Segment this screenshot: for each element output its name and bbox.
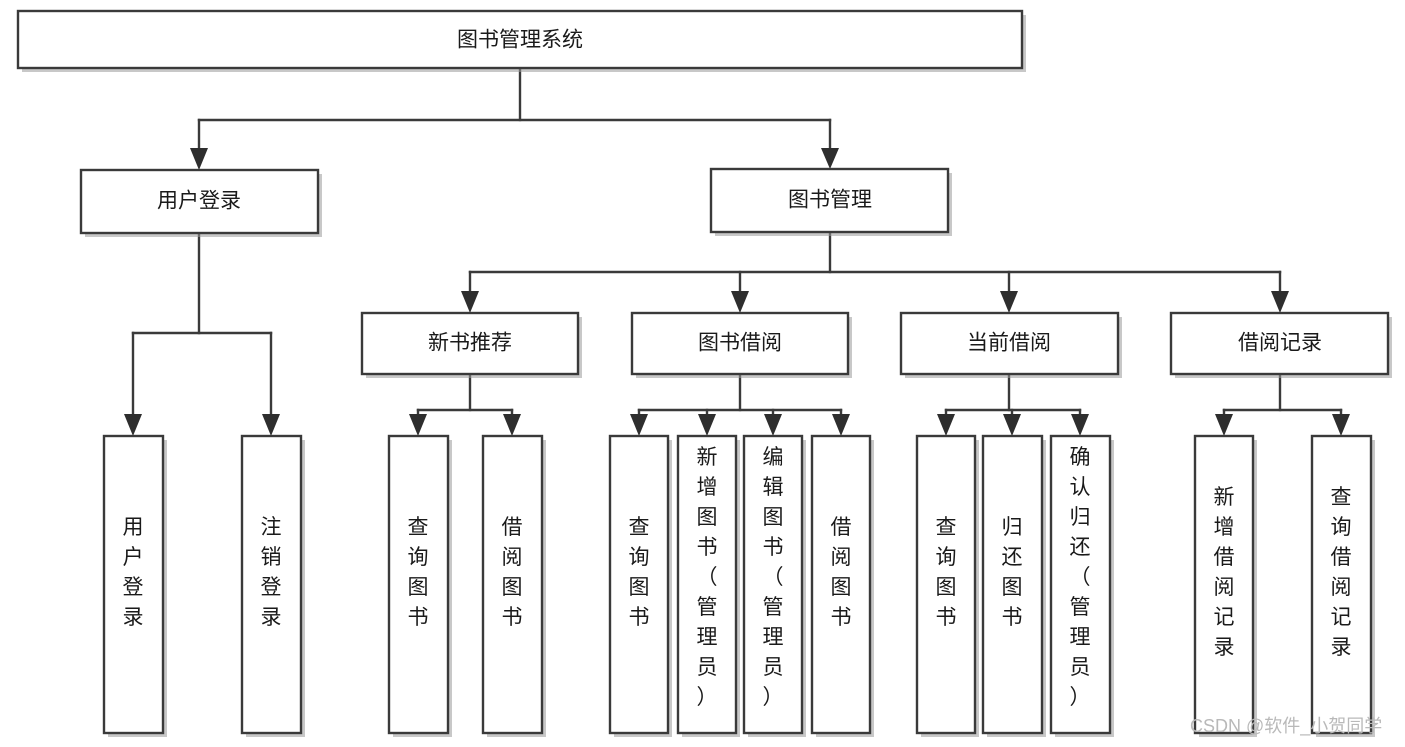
leaf-cb-confirm-return-box [1049,434,1112,735]
csdn-watermark: CSDN @软件_小贺同学 [1190,716,1382,737]
borrow-record-label: 借阅记录 [1238,332,1322,355]
arrow-head-nbr-borrow-book [503,414,521,436]
leaf-br-add-record-label: 新增借阅记录 [1214,486,1235,659]
leaf-bb-add-book-box [676,434,738,735]
node-current-borrow[interactable]: 当前借阅 [899,311,1122,378]
book-borrow-box [630,311,850,376]
node-leaf-nbr-query-book[interactable]: 查询图书 [387,434,452,737]
arrow-head-nbr-query-book [409,414,427,436]
node-leaf-nbr-borrow-book[interactable]: 借阅图书 [481,434,546,737]
leaf-cb-query-book-box [915,434,977,735]
arrow-head-new-book-rec [461,291,479,313]
arrow-head-current-borrow [1000,291,1018,313]
new-book-recommend-label: 新书推荐 [428,332,512,355]
node-leaf-cb-return-book[interactable]: 归还图书 [981,434,1046,737]
node-leaf-cb-query-book[interactable]: 查询图书 [915,434,979,737]
node-user-login[interactable]: 用户登录 [79,168,322,237]
book-manage-label: 图书管理 [788,189,872,212]
leaf-br-query-record-label: 查询借阅记录 [1331,486,1352,659]
leaf-nbr-query-book-label: 查询图书 [408,516,429,629]
arrow-head-br-query-record [1332,414,1350,436]
node-leaf-bb-query-book[interactable]: 查询图书 [608,434,672,737]
leaf-logout-label: 注销登录 [261,516,282,629]
arrow-head-bb-borrow-book [832,414,850,436]
arrow-head-borrow-record [1271,291,1289,313]
node-root[interactable]: 图书管理系统 [16,9,1026,72]
leaf-nbr-borrow-book-label: 借阅图书 [502,516,523,629]
node-leaf-bb-add-book[interactable]: 新增图书（管理员） [676,434,740,737]
arrow-head-book-manage [821,148,839,169]
node-book-borrow[interactable]: 图书借阅 [630,311,852,378]
leaf-bb-edit-book-box [742,434,804,735]
leaf-nbr-query-book-box [387,434,450,735]
node-leaf-cb-confirm-return[interactable]: 确认归还（管理员） [1049,434,1114,737]
arrow-head-book-borrow [731,291,749,313]
current-borrow-box [899,311,1120,376]
user-login-label: 用户登录 [157,190,241,213]
root-label: 图书管理系统 [457,29,583,52]
leaf-user-login-label: 用户登录 [123,516,144,629]
node-new-book-recommend[interactable]: 新书推荐 [360,311,582,378]
arrow-head-leaf-logout [262,414,280,436]
leaf-bb-borrow-book-label: 借阅图书 [831,516,852,629]
arrow-head-bb-query-book [630,414,648,436]
book-borrow-label: 图书借阅 [698,332,782,355]
leaf-bb-edit-book-label: 编辑图书（管理员） [763,446,784,709]
leaf-bb-query-book-box [608,434,670,735]
arrow-head-bb-add-book [698,414,716,436]
root-box [16,9,1024,70]
leaf-br-query-record-box [1310,434,1373,735]
node-leaf-br-query-record[interactable]: 查询借阅记录 [1310,434,1375,737]
node-leaf-user-login[interactable]: 用户登录 [102,434,167,737]
new-book-recommend-box [360,311,580,376]
arrow-head-bb-edit-book [764,414,782,436]
leaf-bb-query-book-label: 查询图书 [629,516,650,629]
leaf-nbr-borrow-book-box [481,434,544,735]
leaf-cb-query-book-label: 查询图书 [936,516,957,629]
arrow-head-leaf-user-login [124,414,142,436]
current-borrow-label: 当前借阅 [967,332,1051,355]
arrow-head-cb-query-book [937,414,955,436]
leaf-cb-return-book-label: 归还图书 [1002,516,1023,629]
arrow-head-br-add-record [1215,414,1233,436]
leaf-bb-add-book-label: 新增图书（管理员） [697,446,718,709]
arrow-head-user-login [190,148,208,170]
leaf-bb-borrow-book-box [810,434,872,735]
arrow-head-cb-confirm-return [1071,414,1089,436]
leaf-cb-return-book-box [981,434,1044,735]
book-manage-box [709,167,950,234]
connector-layer [124,66,1350,436]
node-borrow-record[interactable]: 借阅记录 [1169,311,1392,378]
node-book-manage[interactable]: 图书管理 [709,167,952,236]
leaf-logout-box [240,434,303,735]
node-leaf-bb-edit-book[interactable]: 编辑图书（管理员） [742,434,806,737]
node-leaf-br-add-record[interactable]: 新增借阅记录 [1193,434,1257,737]
borrow-record-box [1169,311,1390,376]
arrow-head-cb-return-book [1003,414,1021,436]
leaf-br-add-record-box [1193,434,1255,735]
node-leaf-logout[interactable]: 注销登录 [240,434,305,737]
user-login-box [79,168,320,235]
leaf-user-login-box [102,434,165,735]
node-leaf-bb-borrow-book[interactable]: 借阅图书 [810,434,874,737]
leaf-cb-confirm-return-label: 确认归还（管理员） [1070,446,1091,709]
